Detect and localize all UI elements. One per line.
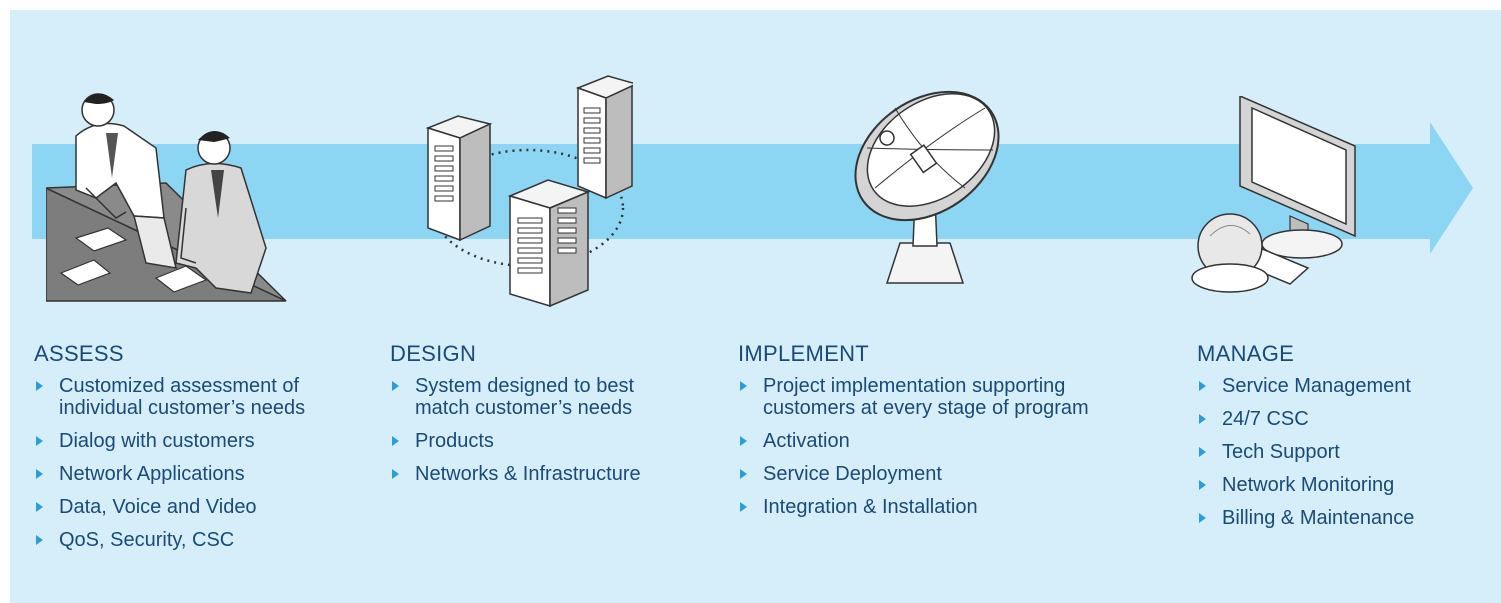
- stage-title: ASSESS: [34, 341, 124, 366]
- servers-network-icon: [425, 75, 633, 308]
- list-item: Activation: [738, 430, 1089, 452]
- list-item: Tech Support: [1197, 441, 1414, 463]
- computer-workstation-icon: [1191, 96, 1356, 293]
- list-item: 24/7 CSC: [1197, 408, 1414, 430]
- list-item: Products: [390, 430, 641, 452]
- list-item: Networks & Infrastructure: [390, 463, 641, 485]
- list-item: Network Applications: [34, 463, 305, 485]
- list-item: QoS, Security, CSC: [34, 529, 305, 551]
- satellite-dish-icon: [854, 90, 1000, 284]
- list-item: Dialog with customers: [34, 430, 305, 452]
- stage-title: MANAGE: [1197, 341, 1295, 366]
- list-item: Data, Voice and Video: [34, 496, 305, 518]
- stage-implement: IMPLEMENT Project implementation support…: [738, 341, 1089, 529]
- stage-title: IMPLEMENT: [738, 341, 870, 366]
- process-arrow: [32, 122, 1473, 254]
- list-item: Billing & Maintenance: [1197, 507, 1414, 529]
- list-item: Network Monitoring: [1197, 474, 1414, 496]
- list-item: Service Deployment: [738, 463, 1089, 485]
- stage-items: Service Management 24/7 CSC Tech Support…: [1197, 375, 1414, 529]
- stage-title: DESIGN: [390, 341, 477, 366]
- business-people-icon: [46, 93, 287, 302]
- stage-manage: MANAGE Service Management 24/7 CSC Tech …: [1197, 341, 1414, 540]
- list-item: Service Management: [1197, 375, 1414, 397]
- list-item: Integration & Installation: [738, 496, 1089, 518]
